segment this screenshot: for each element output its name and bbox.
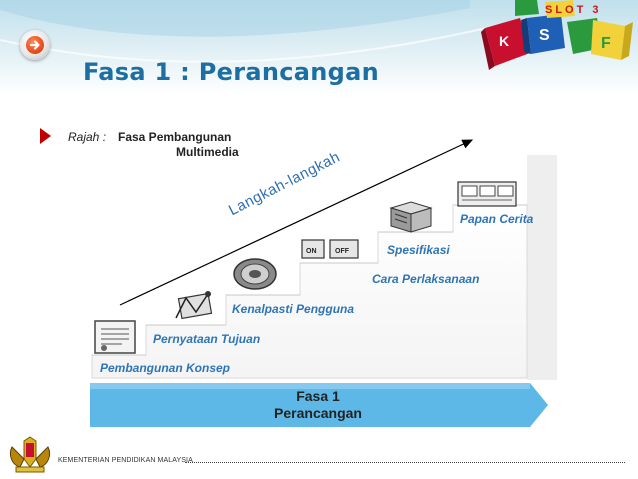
- step-label-pernyataan-tujuan: Pernyataan Tujuan: [153, 332, 261, 346]
- svg-text:F: F: [601, 35, 611, 52]
- caption-title: Fasa Pembangunan: [118, 130, 232, 144]
- phase-banner: Fasa 1 Perancangan: [268, 388, 368, 422]
- bullet-arrow-icon: [40, 128, 51, 144]
- next-slide-button[interactable]: [20, 30, 50, 60]
- step-label-spesifikasi: Spesifikasi: [387, 243, 450, 257]
- step-label-papan-cerita: Papan Cerita: [460, 212, 534, 226]
- toy-cubes-image: S F K: [481, 0, 633, 70]
- footer-ministry-name: KEMENTERIAN PENDIDIKAN MALAYSIA: [58, 457, 193, 464]
- step-label-pembangunan-konsep: Pembangunan Konsep: [100, 361, 231, 375]
- gear-disc-icon: [233, 258, 277, 290]
- document-icon: [94, 320, 136, 354]
- banner-line1: Fasa 1: [296, 388, 340, 404]
- svg-text:ON: ON: [306, 248, 317, 255]
- switch-icon: ON OFF: [301, 239, 359, 259]
- caption-prefix: Rajah :: [68, 130, 107, 144]
- sketch-icon: [175, 291, 213, 320]
- step-label-kenalpasti-pengguna: Kenalpasti Pengguna: [232, 302, 355, 316]
- banner-line2: Perancangan: [274, 405, 362, 421]
- coat-of-arms-logo: [9, 436, 51, 473]
- storyboard-icon: [457, 181, 517, 207]
- server-icon: [389, 201, 433, 233]
- header-wave: [0, 0, 521, 63]
- svg-text:OFF: OFF: [335, 248, 350, 255]
- arrow-glyph-icon: [29, 40, 40, 50]
- slot-label: SLOT 3: [545, 4, 602, 16]
- svg-text:S: S: [539, 27, 550, 44]
- caption-title-cont: Multimedia: [176, 145, 239, 159]
- step-label-cara-perlaksanaan: Cara Perlaksanaan: [372, 272, 480, 286]
- svg-text:K: K: [499, 33, 509, 49]
- footer-divider: [185, 462, 625, 463]
- page-title: Fasa 1 : Perancangan: [83, 58, 379, 86]
